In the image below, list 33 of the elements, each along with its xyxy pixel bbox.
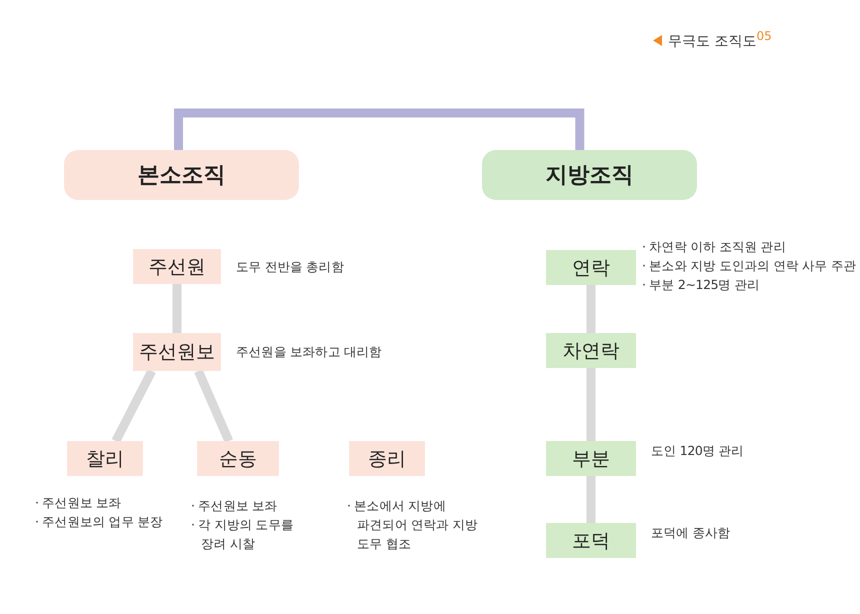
role-box xyxy=(546,333,636,368)
description-text: 포덕에 종사함 xyxy=(651,524,730,542)
connector-line xyxy=(586,285,596,333)
role-name: 포덕 xyxy=(572,528,610,554)
connector-line xyxy=(172,284,182,333)
description-text: 도무 전반을 총리함 xyxy=(236,258,344,276)
connector-line xyxy=(586,476,596,523)
role-name: 차연락 xyxy=(562,338,620,364)
category-box xyxy=(482,150,697,200)
role-name: 부분 xyxy=(572,446,610,472)
page-title: 무극도 조직도$^{05}$ xyxy=(668,29,772,51)
role-name: 찰리 xyxy=(86,446,124,472)
role-name: 종리 xyxy=(368,446,406,472)
description-text: · 부분 2~125명 관리 xyxy=(642,276,760,294)
category-box xyxy=(64,150,299,200)
role-name: 주선원 xyxy=(148,254,206,280)
role-name: 주선원보 xyxy=(139,340,215,365)
connector-line xyxy=(112,368,156,444)
role-name: 지방조직 xyxy=(546,162,634,190)
description-text: · 본소에서 지방에 파견되어 연락과 지방 도무 협조 xyxy=(347,497,479,553)
role-name: 순동 xyxy=(219,446,257,472)
description-text: · 각 지방의 도무를 장려 시찰 xyxy=(191,516,294,553)
connector-line xyxy=(586,368,596,441)
description-text: · 주선원보의 업무 분장 xyxy=(35,513,163,531)
description-text: · 주선원보 보좌 xyxy=(191,497,278,515)
role-name: 본소조직 xyxy=(138,162,226,190)
role-name: 연락 xyxy=(572,256,610,280)
description-text: 주선원을 보좌하고 대리함 xyxy=(236,343,382,361)
description-text: · 주선원보 보좌 xyxy=(35,494,122,512)
description-text: · 차연락 이하 조직원 관리 xyxy=(642,238,786,256)
connector-line xyxy=(194,369,233,443)
description-text: 도인 120명 관리 xyxy=(651,442,744,460)
description-text: · 본소와 지방 도인과의 연락 사무 주관 xyxy=(642,257,856,275)
